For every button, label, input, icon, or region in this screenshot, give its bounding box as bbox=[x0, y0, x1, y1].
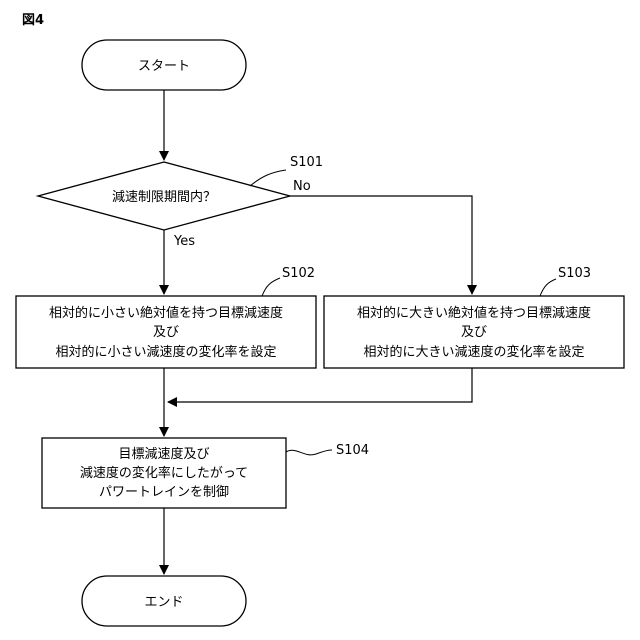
s104-leader bbox=[286, 450, 332, 455]
s101-step-label: S101 bbox=[290, 155, 323, 170]
decision-label: 減速制限期間内？ bbox=[112, 189, 216, 205]
s104-line-2: 減速度の変化率にしたがって bbox=[80, 465, 248, 481]
arrow-no-branch bbox=[290, 196, 472, 294]
figure-label: 図4 bbox=[22, 13, 44, 28]
s102-line-1: 相対的に小さい絶対値を持つ目標減速度 bbox=[49, 305, 283, 321]
s102-line-3: 相対的に小さい減速度の変化率を設定 bbox=[55, 344, 276, 360]
edge-no-label: No bbox=[293, 179, 311, 194]
start-label: スタート bbox=[138, 59, 190, 74]
s104-step-label: S104 bbox=[336, 443, 369, 458]
s101-leader bbox=[250, 170, 286, 186]
s104-line-1: 目標減速度及び bbox=[118, 446, 209, 462]
edge-yes-label: Yes bbox=[173, 234, 195, 249]
s104-line-3: パワートレインを制御 bbox=[99, 485, 229, 500]
s103-step-label: S103 bbox=[558, 266, 591, 281]
end-label: エンド bbox=[144, 595, 183, 610]
s103-line-3: 相対的に大きい減速度の変化率を設定 bbox=[363, 344, 584, 360]
s103-leader bbox=[540, 279, 556, 296]
s102-leader bbox=[262, 278, 280, 296]
s102-step-label: S102 bbox=[282, 266, 315, 281]
s103-line-2: 及び bbox=[461, 325, 487, 340]
arrow-s103-merge bbox=[168, 368, 472, 402]
s103-line-1: 相対的に大きい絶対値を持つ目標減速度 bbox=[357, 305, 591, 321]
s102-line-2: 及び bbox=[153, 325, 179, 340]
